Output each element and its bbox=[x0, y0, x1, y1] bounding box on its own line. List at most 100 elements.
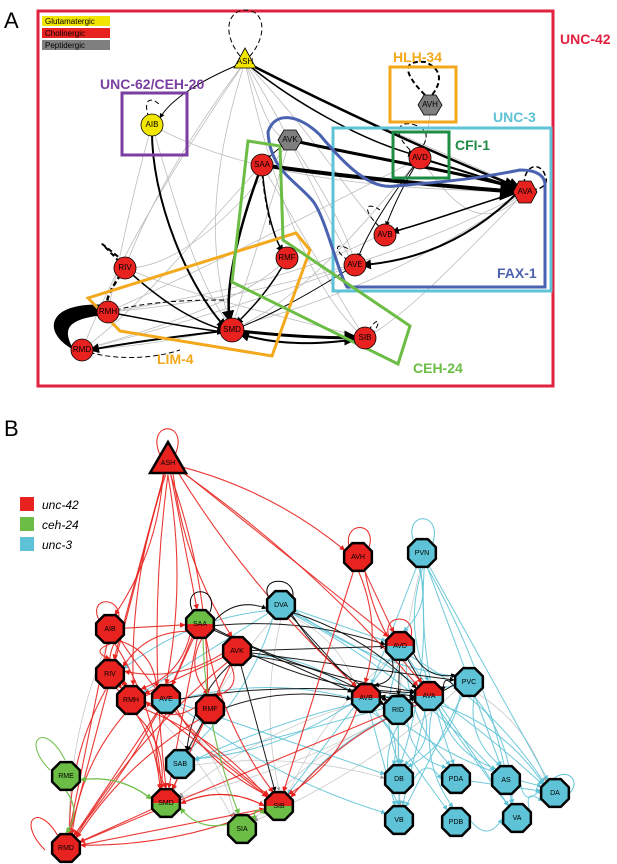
node-b-avb: AVB bbox=[350, 682, 382, 714]
node-b-va: VA bbox=[501, 802, 533, 834]
legend-cholinergic-swatch bbox=[42, 28, 110, 38]
edge-avk-riv bbox=[124, 653, 223, 676]
node-b-ave-label: AVE bbox=[159, 696, 173, 703]
legend-unc3-swatch bbox=[20, 537, 34, 551]
node-b-vb: VB bbox=[383, 804, 415, 836]
node-b-sab: SAB bbox=[164, 748, 196, 780]
edge-ava-rmd bbox=[79, 701, 416, 843]
ceh24-outline bbox=[230, 139, 412, 367]
panel-a-legend: Glutamatergic Cholinergic Peptidergic bbox=[42, 16, 110, 50]
panel-a-nodes: ASH AIB AVH AVK SAA AVD bbox=[70, 47, 538, 362]
node-b-avk: AVK bbox=[221, 635, 253, 667]
edge-pvc-as bbox=[472, 695, 502, 767]
edge-avd-da bbox=[410, 655, 545, 784]
edge-avk-rmh bbox=[144, 656, 224, 695]
edge-ash-avb bbox=[177, 471, 357, 687]
node-b-da-label: DA bbox=[550, 790, 560, 797]
node-b-riv: RIV bbox=[94, 658, 126, 690]
edge-dva-ava bbox=[293, 612, 417, 689]
edge-avh-avd bbox=[363, 570, 395, 633]
edge-avh-ava bbox=[364, 570, 423, 684]
node-b-avb-label: AVB bbox=[359, 695, 373, 702]
node-b-sib: SIB bbox=[263, 790, 295, 822]
node-b-saa: SAA bbox=[184, 608, 216, 640]
node-b-ash: ASH bbox=[147, 439, 189, 475]
panel-b-legend: unc-42 ceh-24 unc-3 bbox=[20, 497, 79, 552]
edge-ave-smd bbox=[155, 713, 167, 789]
edge-avk-avd bbox=[251, 644, 386, 652]
edge-pvn-avb bbox=[370, 566, 418, 685]
legend-peptidergic-swatch bbox=[42, 40, 110, 50]
node-b-rid-label: RID bbox=[392, 707, 404, 714]
node-b-saa-label: SAA bbox=[193, 621, 207, 628]
edge-ash-rmh bbox=[130, 474, 167, 686]
edge-saa-rmh bbox=[140, 634, 191, 690]
node-b-db: DB bbox=[383, 763, 415, 795]
node-b-ash-label: ASH bbox=[161, 460, 175, 467]
edge-ash-saa bbox=[170, 474, 199, 610]
node-b-avk-label: AVK bbox=[230, 648, 244, 655]
hlh34-box bbox=[388, 65, 458, 124]
node-b-aib-label: AIB bbox=[104, 626, 116, 633]
edge-saa-ave bbox=[171, 637, 195, 686]
node-b-avd-label: AVD bbox=[393, 643, 407, 650]
node-a-ava-label: AVA bbox=[518, 187, 533, 196]
edge-smd-rmd bbox=[79, 808, 153, 843]
edge-rmh-rmd bbox=[69, 713, 126, 835]
edge-avh-sib bbox=[282, 571, 354, 793]
edge-avb-sab bbox=[193, 702, 353, 762]
edge-db-pda bbox=[413, 767, 442, 780]
node-b-pdb: PDB bbox=[440, 806, 472, 838]
node-b-rme: RME bbox=[50, 760, 82, 792]
edge-ash-avh bbox=[181, 466, 346, 551]
hlh34-label: HLH-34 bbox=[393, 49, 442, 65]
edge-pvc-vb bbox=[405, 695, 463, 808]
node-a-rmf: RMF bbox=[275, 246, 299, 270]
node-b-pvc: PVC bbox=[453, 666, 485, 698]
legend-ceh24-swatch bbox=[20, 517, 34, 531]
node-a-avd: AVD bbox=[408, 146, 432, 170]
edge-va-da bbox=[527, 795, 543, 810]
edge-avd-pvc bbox=[412, 652, 457, 679]
node-b-sib-label: SIB bbox=[273, 803, 285, 810]
node-b-da: DA bbox=[539, 777, 571, 809]
edge-rid-db bbox=[396, 724, 402, 765]
node-a-avh-label: AVH bbox=[422, 100, 438, 109]
edge-rmh-smd bbox=[135, 713, 165, 790]
edge-dva-avb bbox=[290, 615, 357, 688]
node-a-riv: RIV bbox=[113, 256, 137, 280]
edge-avd-sib bbox=[287, 657, 392, 795]
node-a-rmh-label: RMH bbox=[99, 307, 117, 316]
node-b-dva: DVA bbox=[265, 589, 297, 621]
node-a-smd-label: SMD bbox=[223, 325, 241, 334]
edge-ash-avd bbox=[179, 468, 389, 638]
node-b-as: AS bbox=[490, 764, 522, 796]
edge-saa-sia bbox=[202, 638, 240, 815]
edge-pvn-as bbox=[426, 566, 502, 767]
node-a-sib-label: SIB bbox=[359, 333, 372, 342]
node-b-vb-label: VB bbox=[394, 817, 404, 824]
unc42-frame bbox=[36, 9, 555, 388]
node-b-sia: SIA bbox=[226, 813, 258, 845]
node-b-rmh: RMH bbox=[115, 684, 147, 716]
edge-smd-sib bbox=[180, 793, 265, 807]
node-b-ave: AVE bbox=[150, 683, 182, 715]
node-b-rmd: RMD bbox=[50, 832, 82, 864]
node-a-avk-label: AVK bbox=[282, 135, 298, 144]
edge-rmh-sib bbox=[142, 708, 268, 798]
edge-riv-rmd bbox=[66, 688, 107, 835]
node-b-rmd-label: RMD bbox=[58, 845, 74, 852]
edge-riv-rmh bbox=[116, 682, 123, 689]
edge-sia-smd bbox=[179, 807, 228, 827]
node-a-ave: AVE bbox=[343, 253, 367, 277]
edge-ava-vb bbox=[401, 710, 426, 806]
node-b-smd-label: SMD bbox=[158, 800, 174, 807]
node-b-ava-label: AVA bbox=[423, 693, 436, 700]
edge-saa-riv bbox=[122, 630, 187, 668]
node-b-riv-label: RIV bbox=[104, 671, 116, 678]
cfi1-label: CFI-1 bbox=[455, 137, 490, 153]
edge-ava-as bbox=[438, 706, 497, 770]
unc3-box bbox=[331, 126, 553, 293]
edge-pvn-ava bbox=[413, 567, 429, 682]
edge-aib-smd bbox=[114, 642, 164, 790]
